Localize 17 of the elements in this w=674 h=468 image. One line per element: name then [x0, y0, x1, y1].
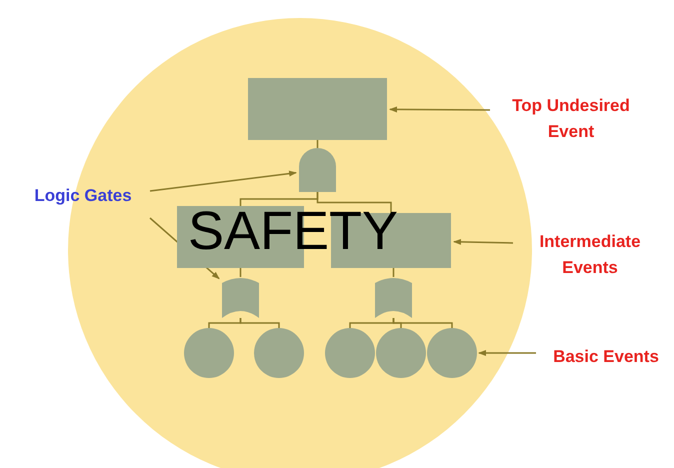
or-gate: [222, 277, 259, 318]
connector-line: [240, 268, 242, 277]
callout-label: Basic Events: [538, 344, 674, 370]
or-gate: [375, 277, 412, 318]
leader-arrow: [453, 238, 514, 245]
connector-line: [316, 192, 392, 213]
connector-line: [316, 140, 318, 148]
callout-label: Intermediate Events: [515, 229, 665, 283]
event-box: [248, 78, 387, 140]
callout-label: Logic Gates: [18, 183, 148, 211]
connector-line: [392, 268, 394, 277]
connector-line: [240, 318, 280, 328]
leader-arrow: [478, 350, 536, 356]
overlay-title: SAFETY: [188, 204, 398, 258]
connector-line: [392, 318, 453, 328]
leader-arrow: [150, 170, 297, 192]
callout-label: Top Undesired Event: [492, 93, 650, 147]
